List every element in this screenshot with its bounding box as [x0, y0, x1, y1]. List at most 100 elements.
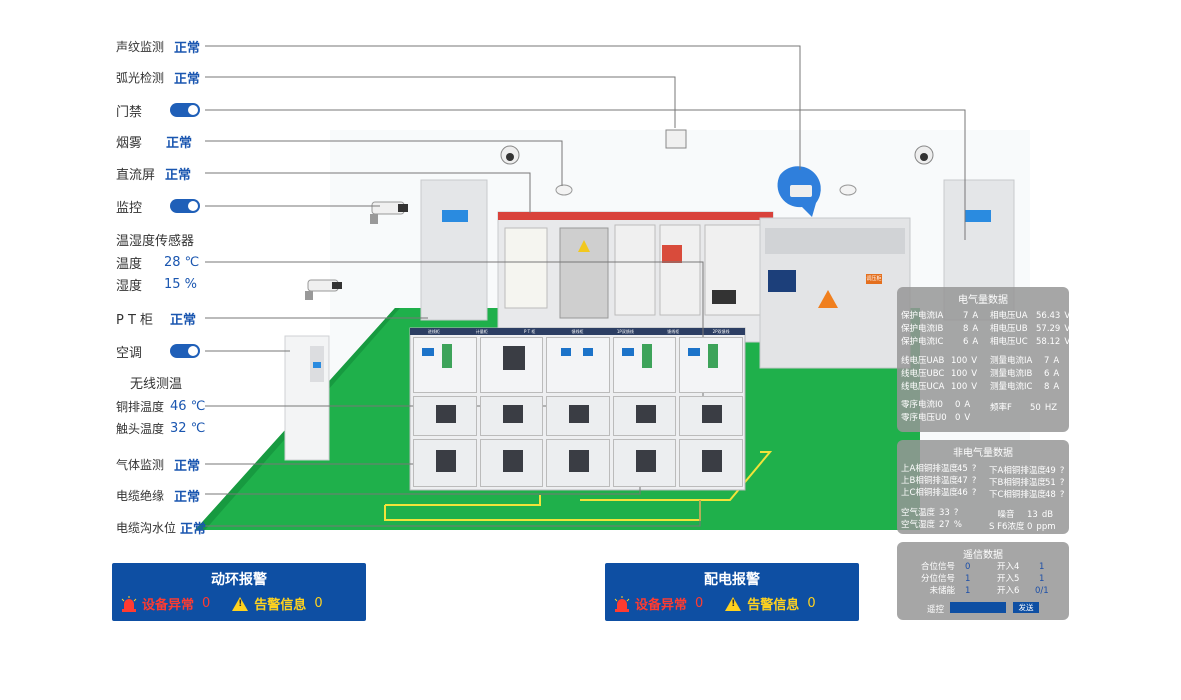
temp-value: 28 ℃	[164, 254, 200, 270]
cabinet-door-panel	[479, 439, 544, 487]
data-item: 上B相铜排温度47?	[901, 476, 977, 486]
monitor-toggle[interactable]	[170, 199, 200, 213]
env-abnormal-count: 0	[202, 596, 211, 611]
arc-label: 弧光检测	[116, 70, 165, 85]
high-voltage-sign	[818, 290, 838, 308]
cabinet-label: 计量柜	[475, 329, 488, 334]
arc-status: 正常	[174, 71, 201, 87]
cabinet-door-panel	[413, 439, 477, 487]
ac-label: 空调	[116, 345, 143, 361]
warning-icon	[725, 596, 742, 611]
data-item: 上C相铜排温度46?	[901, 488, 977, 498]
monitor-label: 监控	[116, 200, 143, 216]
electrical-title: 电气量数据	[958, 295, 1008, 306]
pt-row: P T 柜 正常	[116, 308, 196, 328]
cabinet-door-panel	[612, 396, 677, 436]
remote-control-input[interactable]	[950, 602, 1006, 613]
back-cabinet-window	[504, 227, 548, 309]
wireless-title: 无线测温	[130, 377, 183, 392]
cable-row: 电缆绝缘 正常	[116, 485, 200, 505]
acoustic-row: 声纹监测 正常	[116, 36, 200, 56]
cabinet-door-panel	[546, 396, 610, 436]
cabinet-door-panel	[679, 439, 743, 487]
left-cabinet-screen	[442, 210, 468, 222]
cabinet-label: 2P双馈线	[712, 329, 730, 334]
pt-label: P T 柜	[116, 312, 154, 328]
power-alarm-title: 配电报警	[704, 572, 760, 588]
env-warn-count: 0	[314, 596, 323, 611]
warning-sign-small	[578, 240, 590, 252]
th-sensor-label: 温湿度传感器	[116, 233, 195, 249]
cabinet-door-panel	[413, 337, 477, 393]
transformer-screen	[768, 270, 796, 292]
acoustic-status: 正常	[174, 40, 201, 56]
dc-label: 直流屏	[116, 167, 156, 183]
data-item: 下A相铜排温度49?	[989, 466, 1065, 476]
cabinet-label: P T 柜	[523, 329, 536, 334]
non-electrical-data-panel: 非电气量数据 上A相铜排温度45? 上B相铜排温度47? 上C相铜排温度46? …	[897, 440, 1069, 534]
trench-row: 电缆沟水位 正常	[116, 517, 206, 537]
siren-icon	[121, 595, 137, 612]
th-sensor-row: 温湿度传感器	[116, 229, 194, 249]
contact-row: 触头温度 32 ℃	[116, 418, 205, 438]
data-item: 下C相铜排温度48?	[989, 490, 1065, 500]
smoke-detector-2-icon	[839, 184, 857, 196]
cabinet-label: 1P双馈线	[616, 329, 634, 334]
busbar-row: 铜排温度 46 ℃	[116, 396, 205, 416]
send-button[interactable]: 发送	[1013, 602, 1039, 613]
camera-mid-icon	[305, 279, 342, 300]
non-electrical-title: 非电气量数据	[953, 448, 1013, 459]
smoke-status: 正常	[166, 135, 193, 151]
left-tall-cabinet	[420, 179, 488, 321]
ac-toggle[interactable]	[170, 344, 200, 358]
cable-label: 电缆绝缘	[116, 488, 165, 503]
cabinet-label-strip: 进线柜 计量柜 P T 柜 馈线柜 1P双馈线 馈线柜 2P双馈线	[410, 328, 745, 335]
floor-yellow-line	[385, 495, 541, 506]
door-row: 门禁	[116, 100, 200, 120]
right-cabinet-screen	[965, 210, 991, 222]
cabinet-doors	[413, 337, 743, 487]
monitor-row: 监控	[116, 196, 200, 216]
contact-label: 触头温度	[116, 421, 165, 436]
device-tag: 调压柜	[866, 274, 882, 284]
temp-row: 温度 28 ℃	[116, 252, 199, 272]
pt-status: 正常	[170, 312, 197, 328]
power-alarm-panel[interactable]: 配电报警 设备异常 0 告警信息 0	[605, 563, 859, 621]
env-alarm-panel[interactable]: 动环报警 设备异常 0 告警信息 0	[112, 563, 366, 621]
cabinet-door-panel	[479, 396, 544, 436]
door-toggle[interactable]	[170, 103, 200, 117]
cabinet-door-panel	[546, 439, 610, 487]
remote-title: 遥信数据	[963, 550, 1003, 561]
cabinet-door-panel	[679, 396, 743, 436]
humid-label: 湿度	[116, 278, 143, 294]
cabinet-door-panel	[546, 337, 610, 393]
power-warn-count: 0	[807, 596, 816, 611]
power-abnormal-label: 设备异常	[635, 598, 688, 613]
dc-status: 正常	[165, 167, 192, 183]
gas-label: 气体监测	[116, 457, 165, 472]
busbar-value: 46 ℃	[170, 398, 206, 414]
gas-row: 气体监测 正常	[116, 454, 200, 474]
remote-control-label: 遥控	[927, 605, 945, 615]
cabinet-door-panel	[612, 337, 677, 393]
contact-value: 32 ℃	[170, 420, 206, 436]
cabinet-door-panel	[612, 439, 677, 487]
arc-row: 弧光检测 正常	[116, 67, 200, 87]
